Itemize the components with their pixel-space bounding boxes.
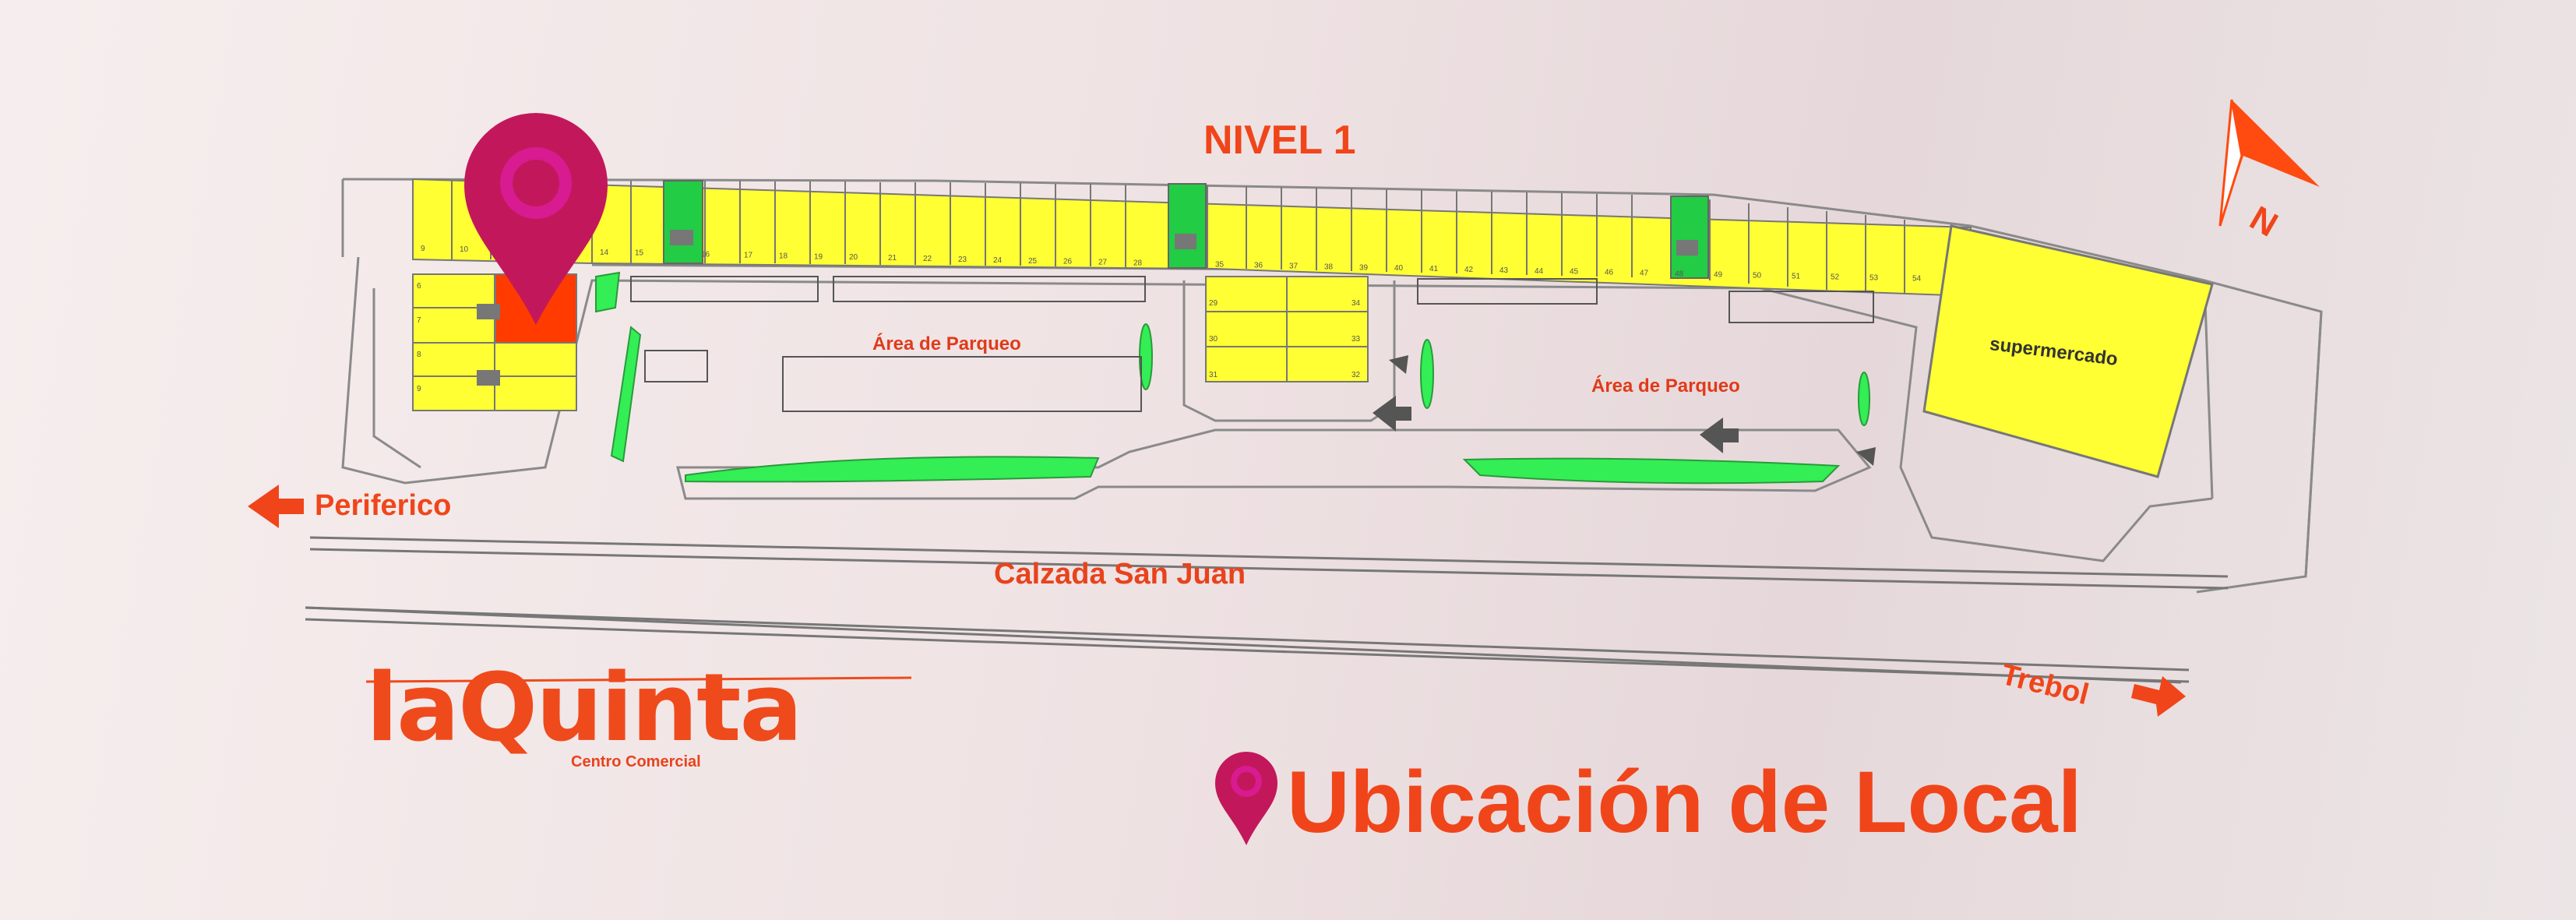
page-title: Ubicación de Local xyxy=(1287,753,2082,851)
footer-pin-icon xyxy=(1215,752,1277,845)
north-arrow-icon xyxy=(2218,99,2320,227)
stair-blocks xyxy=(663,180,1709,279)
green-areas xyxy=(595,271,1870,485)
brand-subtitle: Centro Comercial xyxy=(571,753,701,770)
parking-label-left: Área de Parqueo xyxy=(872,333,1021,354)
direction-left-label: Periferico xyxy=(315,489,452,522)
calzada-road-lines xyxy=(305,536,2229,684)
stair-icons xyxy=(670,230,1698,256)
site-outline xyxy=(341,178,2323,594)
parking-label-right: Área de Parqueo xyxy=(1591,375,1740,397)
level-title: NIVEL 1 xyxy=(1203,118,1356,163)
main-road-label: Calzada San Juan xyxy=(994,558,1246,590)
logo-underline xyxy=(365,676,912,683)
parking-stalls xyxy=(630,276,1874,412)
arrow-right-icon xyxy=(2131,676,2186,717)
map-pin-icon[interactable] xyxy=(464,113,608,325)
arrow-left-icon xyxy=(248,485,304,528)
direction-arrows xyxy=(1373,355,1876,466)
center-block-units xyxy=(1205,276,1369,382)
brand-logo: laQuinta xyxy=(366,654,802,763)
supermarket-block[interactable] xyxy=(1922,224,2214,478)
left-block-icons xyxy=(477,304,500,386)
